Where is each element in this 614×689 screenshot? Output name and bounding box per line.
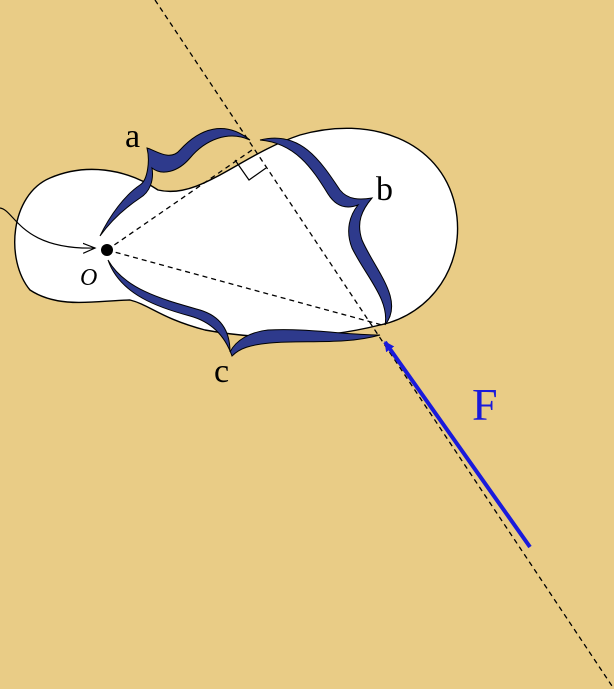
label-origin: O: [80, 265, 97, 291]
label-force: F: [472, 379, 498, 430]
label-c: c: [214, 353, 229, 390]
rotation-arrow: [0, 207, 95, 248]
right-angle-marker: [234, 159, 267, 181]
force-vector: [383, 340, 532, 549]
label-a: a: [125, 118, 140, 155]
origin-point: [101, 244, 113, 256]
brace-c: [107, 259, 381, 357]
position-vector-line: [106, 249, 383, 326]
brace-b: [259, 137, 393, 326]
line-of-action: [154, 0, 614, 689]
brace-a: [99, 128, 251, 237]
moment-arm-line: [106, 149, 253, 251]
label-b: b: [376, 171, 393, 208]
